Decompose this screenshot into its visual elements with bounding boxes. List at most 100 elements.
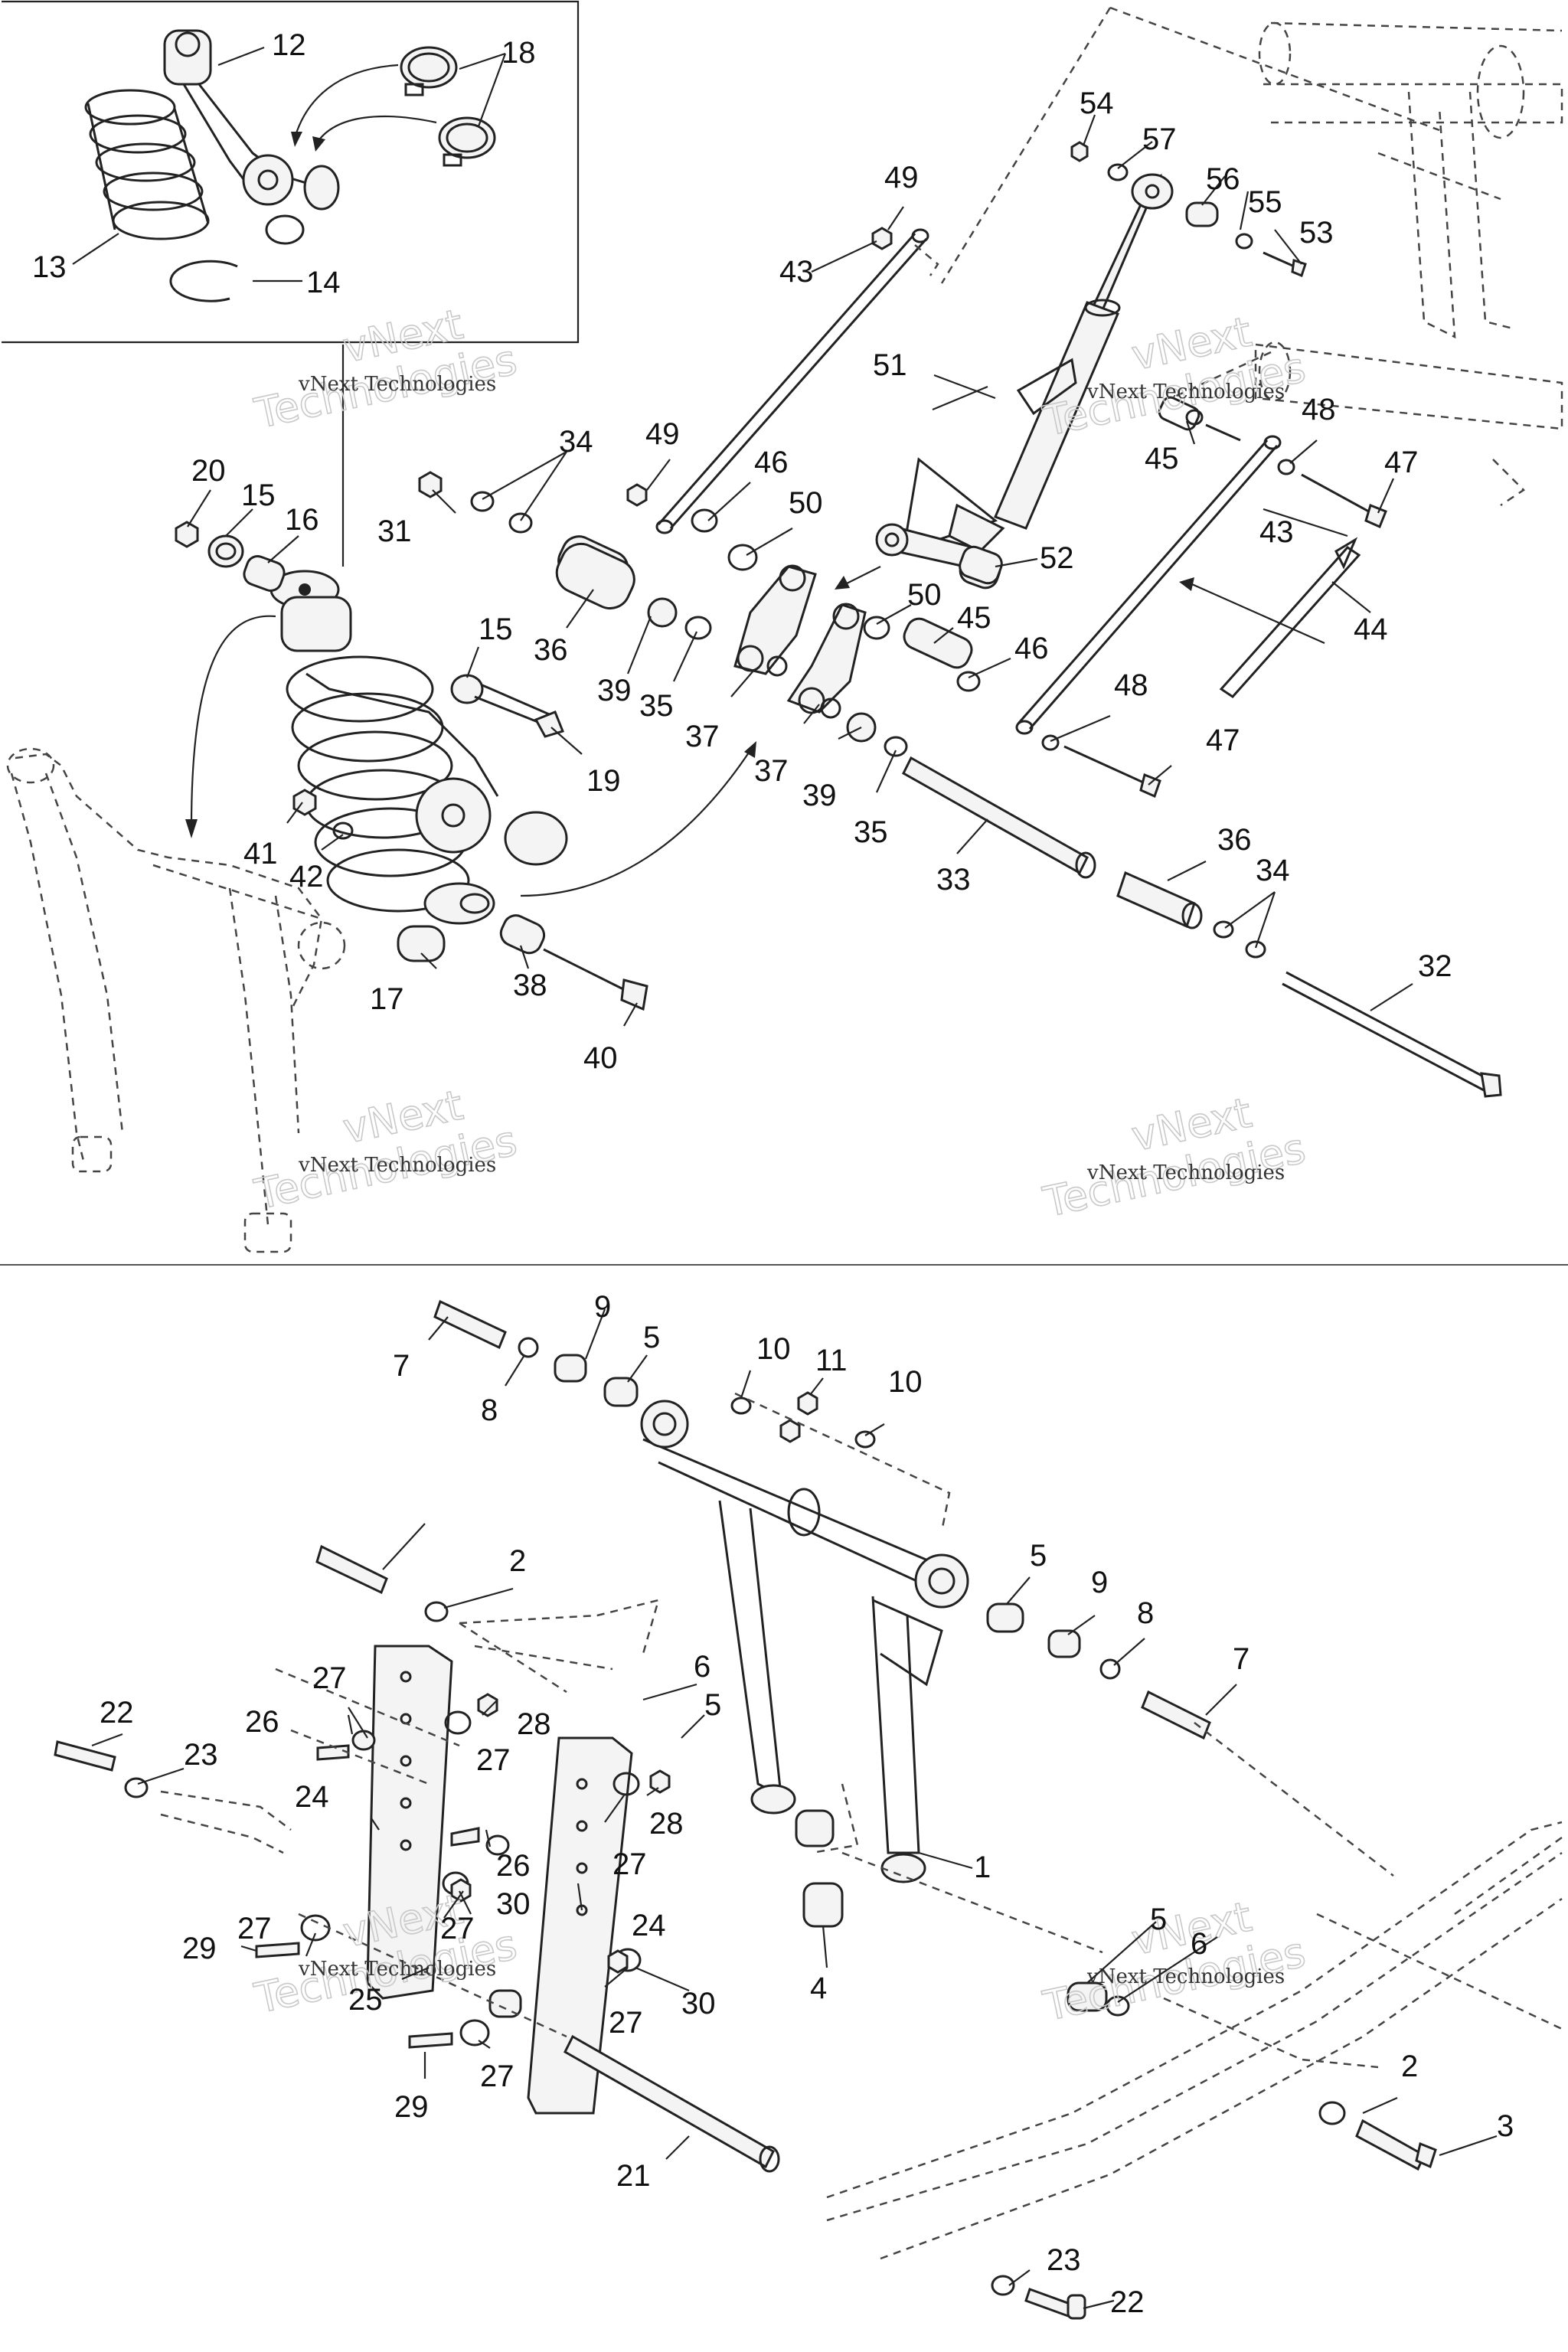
callout-5b: 5 [1030, 1539, 1047, 1573]
callout-37b: 37 [754, 754, 789, 788]
callout-29b: 29 [394, 2090, 429, 2124]
rocker-arms-37 [555, 508, 981, 757]
watermark-6: vNext Technologies vNext Technologies [1038, 1892, 1310, 2031]
callout-27e: 27 [440, 1912, 475, 1945]
callout-22b: 22 [1110, 2285, 1145, 2319]
retaining-ring-14 [169, 260, 238, 302]
callout-8b: 8 [1137, 1596, 1154, 1630]
callout-2b: 2 [1401, 2050, 1418, 2083]
callout-9a: 9 [594, 1290, 611, 1324]
callout-17: 17 [370, 982, 404, 1016]
callout-3b: 3 [1497, 2109, 1514, 2143]
callout-numbers: 12 18 13 14 20 15 16 31 34 36 39 35 15 1… [32, 28, 1514, 2319]
callout-28b: 28 [649, 1807, 684, 1841]
callout-33: 33 [936, 863, 971, 897]
callout-23a: 23 [184, 1738, 218, 1772]
link-arm-24-right [527, 1736, 633, 2115]
callout-11: 11 [815, 1344, 848, 1377]
clamp-18a [400, 46, 458, 96]
callout-5d: 5 [1150, 1903, 1167, 1936]
callout-57: 57 [1142, 122, 1177, 156]
inset-spring-assembly [84, 29, 496, 302]
callout-29a: 29 [182, 1932, 217, 1965]
callout-24a: 24 [295, 1780, 329, 1814]
callout-42: 42 [289, 860, 324, 893]
callout-35: 35 [639, 689, 674, 723]
watermark-1: vNext Technologies vNext Technologies [250, 299, 521, 439]
spring-13 [84, 89, 210, 240]
callout-38: 38 [513, 969, 547, 1002]
callout-47b: 47 [1384, 446, 1419, 479]
callout-15b: 15 [479, 612, 513, 646]
callout-44: 44 [1354, 612, 1388, 646]
callout-26b: 26 [496, 1849, 531, 1883]
svg-text:vNext Technologies: vNext Technologies [1086, 1161, 1285, 1184]
rod-43-lower [1015, 435, 1282, 735]
callout-18: 18 [501, 36, 536, 70]
callout-30b: 30 [681, 1987, 716, 2020]
callout-39b: 39 [802, 779, 837, 812]
callout-10b: 10 [888, 1365, 923, 1399]
callout-8a: 8 [481, 1393, 498, 1427]
callout-6a: 6 [694, 1650, 710, 1684]
clamp-18b [438, 116, 496, 167]
callout-2a: 2 [509, 1544, 526, 1578]
callout-27f: 27 [609, 2006, 643, 2040]
callout-26a: 26 [245, 1705, 279, 1739]
svg-text:vNext Technologies: vNext Technologies [1086, 381, 1285, 403]
callout-9b: 9 [1091, 1566, 1108, 1599]
arm-hardware [433, 1299, 1211, 1854]
wear-indicator-44 [1179, 537, 1361, 698]
callout-31: 31 [377, 514, 412, 548]
callout-5c: 5 [704, 1688, 721, 1722]
bolts-lower-right [991, 1981, 1437, 2320]
callout-51: 51 [873, 348, 907, 382]
callout-46b: 46 [1014, 632, 1049, 665]
svg-text:vNext Technologies: vNext Technologies [298, 1958, 496, 1981]
callout-27c: 27 [612, 1847, 647, 1881]
bolt-3-left [315, 1544, 449, 1622]
callout-7b: 7 [1233, 1642, 1250, 1676]
callout-34b: 34 [1256, 854, 1290, 887]
rear-shock-spring [270, 570, 568, 925]
svg-text:vNext Technologies: vNext Technologies [298, 1154, 496, 1177]
link-hardware [54, 1693, 671, 2049]
callout-28a: 28 [517, 1707, 551, 1741]
callout-32: 32 [1418, 949, 1452, 983]
hardware-upper-right [1041, 141, 1387, 799]
callout-20: 20 [191, 454, 226, 488]
callout-39: 39 [597, 674, 632, 707]
frame-dashed-upper-right [940, 6, 1563, 507]
callout-52: 52 [1040, 541, 1074, 575]
tube-21 [564, 2034, 780, 2173]
callout-1: 1 [974, 1851, 991, 1884]
callout-36: 36 [534, 633, 568, 667]
callout-46a: 46 [754, 446, 789, 479]
watermark-4: vNext Technologies vNext Technologies [1038, 1088, 1310, 1227]
callout-22a: 22 [100, 1696, 134, 1730]
callout-34: 34 [559, 425, 593, 459]
callout-55: 55 [1248, 185, 1282, 219]
callout-leaders [72, 46, 1498, 2310]
callout-10a: 10 [756, 1332, 791, 1366]
callout-40: 40 [583, 1041, 618, 1075]
callout-37a: 37 [685, 720, 720, 753]
callout-43a: 43 [779, 255, 814, 289]
callout-25: 25 [348, 1983, 383, 2017]
front-arm-1 [640, 1400, 969, 1883]
spacer-36-right [1116, 871, 1266, 959]
callout-14: 14 [306, 266, 341, 299]
callout-49b: 49 [645, 417, 680, 451]
callout-6b: 6 [1191, 1927, 1207, 1961]
callout-21: 21 [616, 2159, 651, 2193]
front-arm-dashed [6, 747, 346, 1253]
callout-49a: 49 [884, 161, 919, 194]
callout-15: 15 [241, 479, 276, 512]
bushing-4 [795, 1809, 844, 1928]
callout-45a: 45 [957, 601, 991, 635]
svg-text:vNext Technologies: vNext Technologies [1086, 1965, 1285, 1988]
callout-27g: 27 [480, 2060, 514, 2093]
callout-48a: 48 [1114, 668, 1148, 702]
callout-48b: 48 [1302, 393, 1336, 426]
